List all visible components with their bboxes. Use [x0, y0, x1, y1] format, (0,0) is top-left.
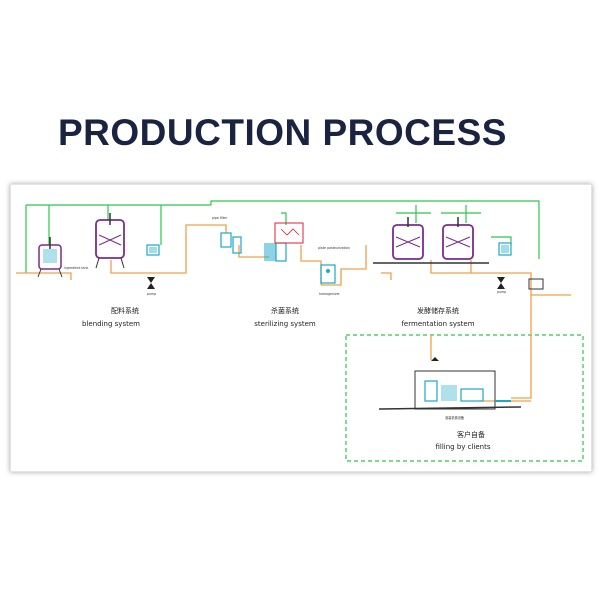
- product-line-network: [16, 224, 571, 402]
- filling-machine-enclosure: [414, 370, 496, 410]
- filling-system-label-en: filling by clients: [435, 443, 490, 451]
- valve-icon: [147, 277, 155, 289]
- fermentation-system-label-zh: 发酵储存系统: [417, 306, 459, 315]
- ingredient-tank: [95, 219, 125, 259]
- pipe-filter-label: pipe filter: [212, 216, 228, 220]
- blending-system-label-en: blending system: [82, 320, 140, 328]
- blending-system-equipment: ingredient tank pump: [37, 213, 160, 296]
- fermentation-cooler: [498, 242, 512, 256]
- process-diagram-panel: ingredient tank pump pipe filter plate p…: [10, 184, 592, 472]
- filling-machine-label: 灌装机械设备: [445, 415, 465, 420]
- ingredient-tank-label: ingredient tank: [64, 266, 89, 270]
- plate-heat-exchanger: [264, 243, 276, 261]
- fermentation-system-equipment: pump: [373, 217, 544, 294]
- filling-system-label-zh: 客户自备: [457, 430, 485, 439]
- pipe-filter: [220, 232, 232, 248]
- water-line-network: [25, 200, 540, 273]
- blending-cooler: [146, 244, 160, 256]
- filling-equipment: 灌装机械设备: [378, 357, 522, 420]
- junction-box: [528, 278, 544, 290]
- fermentation-system-label-en: fermentation system: [401, 320, 474, 328]
- homogenizer-label: homogenizer: [319, 292, 341, 296]
- water-line-top-right: [210, 200, 540, 259]
- blending-system-label-zh: 配料系统: [111, 306, 139, 315]
- pump-label-1: pump: [147, 292, 156, 296]
- heating-unit: [274, 222, 304, 244]
- sterilizing-system-label-en: sterilizing system: [254, 320, 316, 328]
- sterilizing-system-equipment: pipe filter plate pasteurization homogen…: [212, 216, 350, 296]
- page-title: PRODUCTION PROCESS: [58, 112, 507, 153]
- pump-label-2: pump: [497, 290, 506, 294]
- process-flow-diagram: ingredient tank pump pipe filter plate p…: [16, 200, 584, 462]
- plate-pasteurization-label: plate pasteurization: [318, 246, 350, 250]
- sterilizing-system-label-zh: 杀菌系统: [271, 306, 299, 315]
- homogenizer: [320, 264, 336, 284]
